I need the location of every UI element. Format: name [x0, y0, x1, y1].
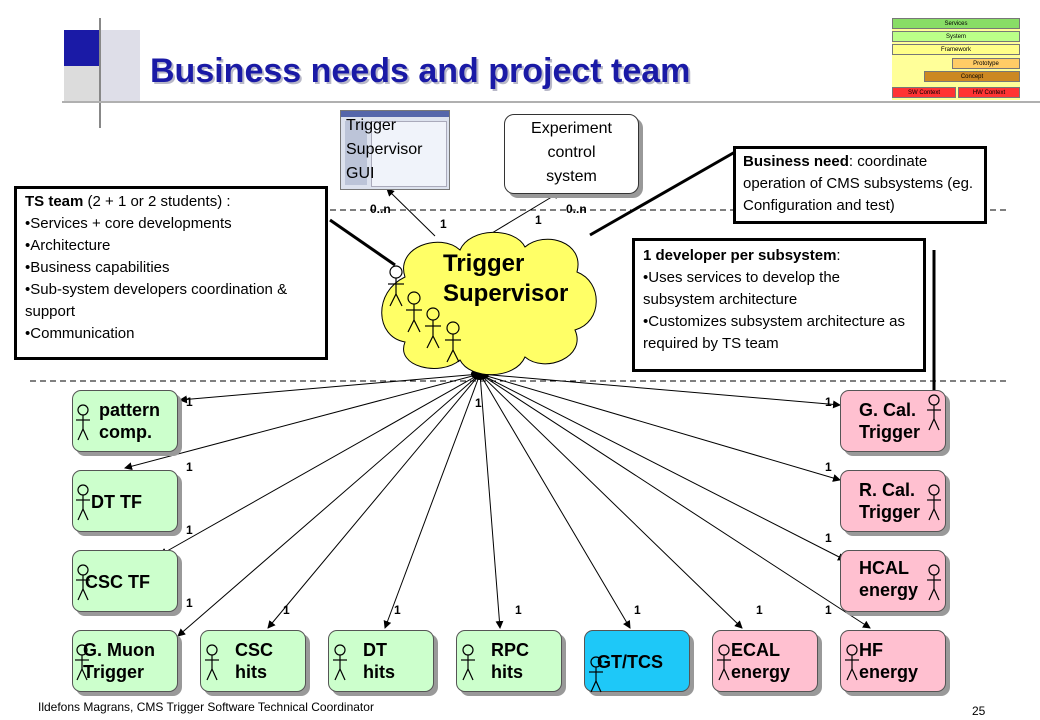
subsystem-dt-hits[interactable]: DT hits	[328, 630, 434, 692]
subsystem-ecal-energy[interactable]: ECAL energy	[712, 630, 818, 692]
subsystem-pattern-comp[interactable]: pattern comp.	[72, 390, 178, 452]
business-need-box: Business need: coordinate operation of C…	[733, 146, 987, 224]
mult-pattern: 1	[186, 395, 193, 409]
list-item: Customizes subsystem architecture as req…	[643, 311, 915, 355]
mult-rcal: 1	[825, 460, 832, 474]
list-item: Uses services to develop the subsystem a…	[643, 267, 915, 311]
mult-dt-hits: 1	[394, 603, 401, 617]
subsystem-label: CSC hits	[235, 640, 274, 682]
subsystem-rpc-hits[interactable]: RPC hits	[456, 630, 562, 692]
mini-hw-context: HW Context	[958, 87, 1020, 98]
subsystem-label: pattern comp.	[99, 400, 161, 442]
mult-csc-hits: 1	[283, 603, 290, 617]
developer-heading: 1 developer per subsystem:	[643, 247, 841, 264]
ts-team-heading: TS team (2 + 1 or 2 students) :	[25, 191, 317, 213]
subsystem-label: GT/TCS	[597, 652, 663, 672]
corner-decoration	[62, 18, 1040, 128]
subsystem-label: G. Cal. Trigger	[859, 400, 921, 442]
subsystem-g-muon-trigger[interactable]: G. Muon Trigger	[72, 630, 178, 692]
developer-list: Uses services to develop the subsystem a…	[643, 267, 915, 355]
mult-center: 1	[475, 396, 482, 410]
mini-prototype: Prototype	[952, 58, 1020, 69]
developer-box: 1 developer per subsystem: Uses services…	[632, 238, 926, 372]
mini-sw-context: SW Context	[892, 87, 956, 98]
gui-label: Trigger Supervisor GUI	[346, 117, 423, 182]
subsystem-label: ECAL energy	[731, 640, 791, 682]
subsystem-csc-hits[interactable]: CSC hits	[200, 630, 306, 692]
subsystem-label: HCAL energy	[859, 558, 919, 600]
subsystem-g-cal-trigger[interactable]: G. Cal. Trigger	[840, 390, 946, 452]
subsystem-label: R. Cal. Trigger	[859, 480, 921, 522]
ts-team-list: Services + core developments Architectur…	[25, 213, 317, 345]
subsystem-label: HF energy	[859, 640, 919, 682]
gui-screenshot-image	[340, 110, 450, 190]
trigger-supervisor-label: Trigger Supervisor	[443, 250, 569, 307]
subsystem-hcal-energy[interactable]: HCAL energy	[840, 550, 946, 612]
mini-concept: Concept	[924, 71, 1020, 82]
mult-gmuon: 1	[186, 596, 193, 610]
subsystem-csc-tf[interactable]: CSC TF	[72, 550, 178, 612]
mult-ecs-1: 1	[535, 213, 542, 227]
business-need-heading: Business need	[743, 153, 849, 170]
mini-framework: Framework	[892, 44, 1020, 55]
list-item: Architecture	[25, 235, 317, 257]
subsystem-dt-tf[interactable]: DT TF	[72, 470, 178, 532]
mult-ecal: 1	[756, 603, 763, 617]
ts-team-heading-bold: TS team	[25, 193, 84, 210]
list-item: Services + core developments	[25, 213, 317, 235]
page-title: Business needs and project team	[150, 52, 691, 90]
mult-rpc-hits: 1	[515, 603, 522, 617]
list-item: Communication	[25, 323, 317, 345]
page-number: 25	[972, 704, 986, 718]
footer-author: Ildefons Magrans, CMS Trigger Software T…	[38, 700, 374, 714]
subsystem-label: DT hits	[363, 640, 396, 682]
subsystem-label: CSC TF	[85, 572, 150, 592]
mult-gt-tcs: 1	[634, 603, 641, 617]
subsystem-hf-energy[interactable]: HF energy	[840, 630, 946, 692]
developer-heading-bold: 1 developer per subsystem	[643, 247, 837, 264]
mult-hf: 1	[825, 603, 832, 617]
ecs-label: Experiment control system	[531, 120, 612, 185]
mini-architecture-diagram: Services System Framework Prototype Conc…	[892, 18, 1020, 100]
ts-team-box: TS team (2 + 1 or 2 students) : Services…	[14, 186, 328, 360]
subsystem-gt-tcs[interactable]: GT/TCS	[584, 630, 690, 692]
list-item: Sub-system developers coordination & sup…	[25, 279, 317, 323]
mini-system: System	[892, 31, 1020, 42]
subsystem-label: DT TF	[91, 492, 142, 512]
mult-gui-1: 1	[440, 217, 447, 231]
mini-services: Services	[892, 18, 1020, 29]
experiment-control-system[interactable]: Experiment control system	[504, 114, 639, 194]
trigger-supervisor-gui[interactable]: Trigger Supervisor GUI	[340, 110, 450, 190]
list-item: Business capabilities	[25, 257, 317, 279]
subsystem-label: G. Muon Trigger	[83, 640, 155, 682]
trigger-supervisor-cloud	[381, 231, 597, 376]
mult-dt-tf: 1	[186, 460, 193, 474]
mult-gcal: 1	[825, 395, 832, 409]
mult-csc-tf: 1	[186, 523, 193, 537]
ts-team-heading-rest: (2 + 1 or 2 students) :	[83, 193, 231, 210]
mult-gui-0n: 0..n	[370, 202, 391, 216]
subsystem-label: RPC hits	[491, 640, 530, 682]
business-need-text: : coordinate operation of CMS subsystems…	[743, 153, 974, 214]
subsystem-r-cal-trigger[interactable]: R. Cal. Trigger	[840, 470, 946, 532]
mult-ecs-0n: 0..n	[566, 202, 587, 216]
mult-hcal: 1	[825, 531, 832, 545]
